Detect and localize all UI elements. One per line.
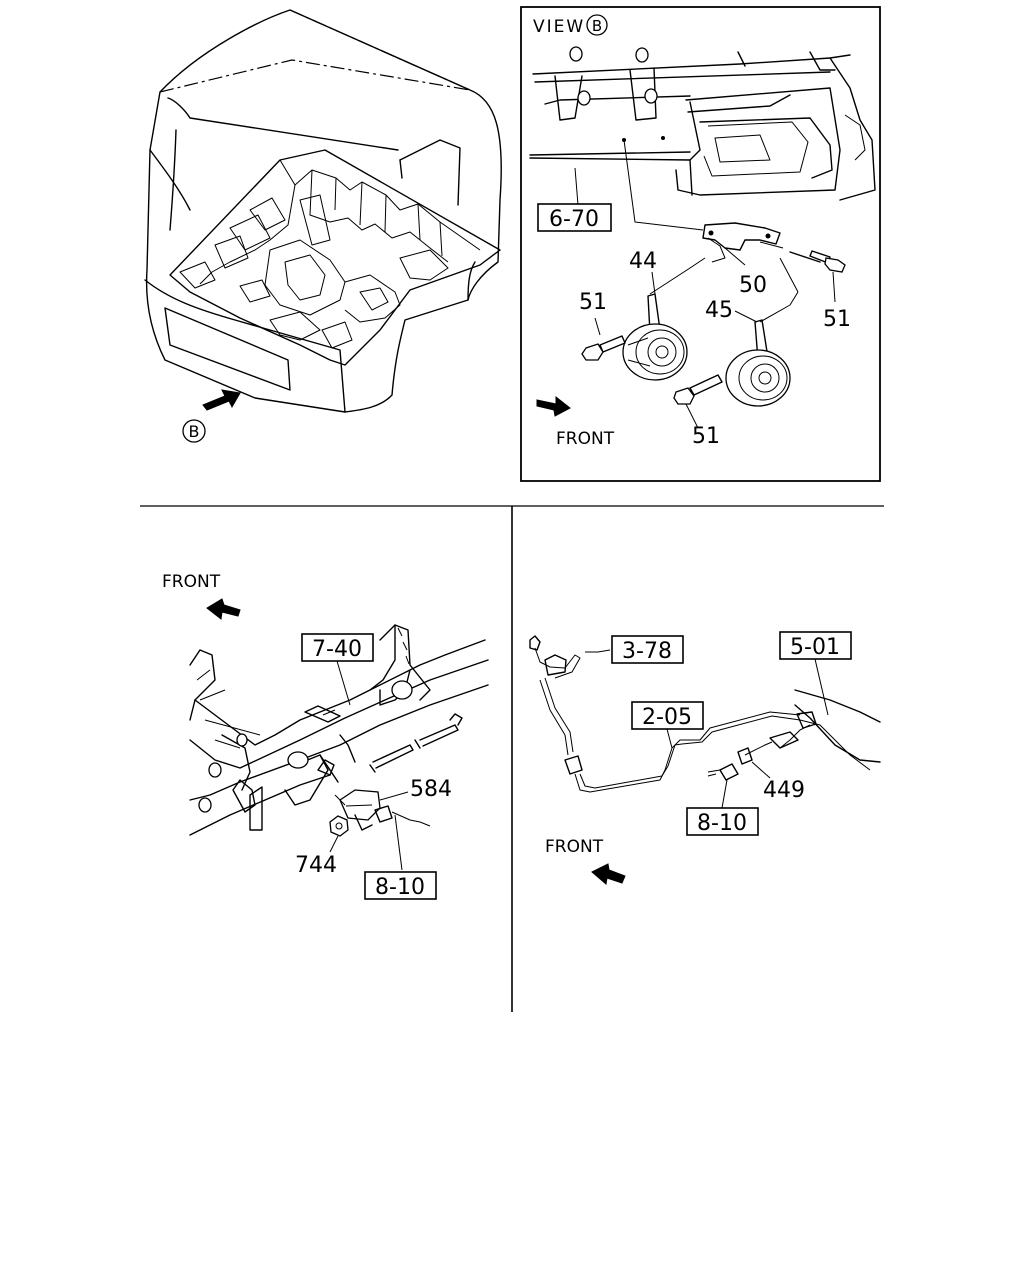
view-b-marker: B (182, 419, 206, 443)
bolt-51-bottom (673, 374, 723, 429)
horn-bracket (702, 222, 784, 266)
ref-box-3-78: 3-78 (611, 635, 684, 664)
part-label-584: 584 (410, 777, 452, 802)
ref-box-7-40: 7-40 (301, 633, 374, 706)
ref-5-01-text: 5-01 (790, 635, 840, 660)
part-label-51-left: 51 (579, 290, 607, 315)
ref-8-10-right-text: 8-10 (697, 811, 747, 836)
part-label-45: 45 (705, 298, 733, 323)
part-744-nut (329, 815, 349, 853)
lower-right-front-arrow (591, 863, 626, 885)
frame-rail-drawing (189, 624, 489, 836)
view-b-title-text: VIEW (533, 17, 585, 37)
part-label-50: 50 (739, 273, 767, 298)
view-b-front-arrow (536, 395, 571, 417)
ref-2-05-text: 2-05 (642, 705, 692, 730)
lower-left-front-label: FRONT (162, 572, 221, 592)
view-b-title-marker: B (592, 17, 602, 35)
view-b-arrow (202, 389, 241, 411)
ref-box-6-70: 6-70 (537, 167, 612, 232)
part-label-744: 744 (295, 853, 337, 878)
view-b-front-label: FRONT (556, 429, 615, 449)
bolt-51-left (581, 317, 626, 361)
ref-8-10-left-text: 8-10 (375, 875, 425, 900)
part-label-51-bottom: 51 (692, 424, 720, 449)
part-584-switch (334, 789, 409, 831)
ref-3-78-text: 3-78 (622, 639, 672, 664)
ref-7-40-text: 7-40 (312, 637, 362, 662)
horn-45 (725, 257, 799, 407)
ref-box-5-01: 5-01 (779, 631, 852, 716)
view-b-marker-letter: B (189, 422, 200, 441)
horn-44 (622, 257, 706, 381)
part-label-51-right: 51 (823, 307, 851, 332)
ref-box-8-10-right: 8-10 (686, 779, 759, 836)
part-label-449: 449 (763, 778, 805, 803)
view-b-frame-drawing (529, 46, 876, 231)
lower-left-front-arrow (206, 598, 241, 620)
view-b-frame (520, 6, 881, 482)
cab-illustration (144, 9, 502, 413)
bolt-51-right (789, 250, 846, 273)
view-b-title: VIEW B (533, 14, 608, 37)
part-label-44: 44 (629, 249, 657, 274)
connector-8-10-left: 8-10 (364, 805, 437, 900)
ref-6-70-text: 6-70 (549, 207, 599, 232)
lower-right-front-label: FRONT (545, 837, 604, 857)
ref-box-2-05: 2-05 (631, 701, 704, 749)
